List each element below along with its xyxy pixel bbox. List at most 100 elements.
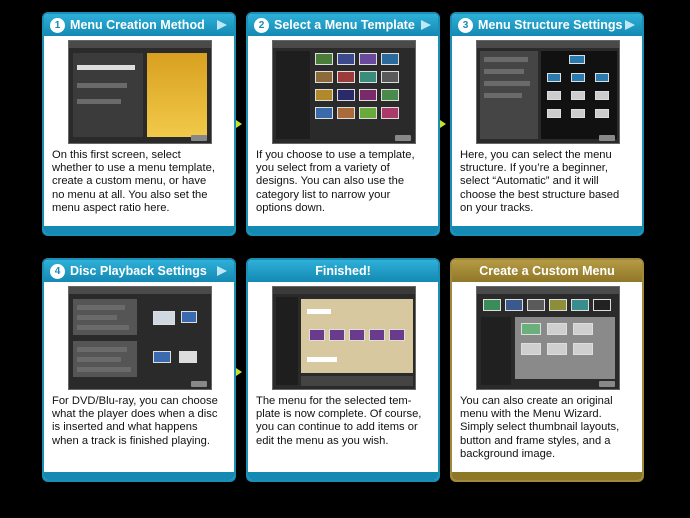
option-none bbox=[77, 99, 121, 104]
card-header: Finished! bbox=[248, 260, 438, 282]
card-description: On this first screen, select whether to … bbox=[52, 149, 215, 214]
track-node bbox=[547, 91, 561, 100]
template-thumbnail bbox=[381, 53, 399, 65]
next-button-thumbnail bbox=[191, 381, 207, 387]
option-row bbox=[484, 81, 530, 86]
option-row bbox=[77, 357, 121, 362]
preview-button bbox=[573, 343, 593, 355]
card-footer bbox=[248, 472, 438, 480]
card-header: 1 Menu Creation Method bbox=[44, 14, 234, 36]
next-button-thumbnail bbox=[395, 135, 411, 141]
menu-button-thumbnail bbox=[369, 329, 385, 341]
step-card-disc-playback-settings: 4 Disc Playback Settings For DVD/Blu-ray… bbox=[42, 258, 236, 482]
card-footer bbox=[452, 226, 642, 234]
template-thumbnail bbox=[337, 71, 355, 83]
track-illustration bbox=[153, 351, 171, 363]
step-card-menu-structure-settings: 3 Menu Structure Settings Here, you can … bbox=[450, 12, 644, 236]
preview-button bbox=[547, 323, 567, 335]
play-triangle-icon bbox=[217, 266, 227, 276]
next-step-arrow-icon bbox=[440, 120, 446, 128]
menu-button-thumbnail bbox=[329, 329, 345, 341]
card-title: Finished! bbox=[315, 264, 371, 278]
preview-button bbox=[521, 323, 541, 335]
card-title: Menu Structure Settings bbox=[478, 18, 623, 32]
preview-pane bbox=[147, 53, 207, 137]
next-step-arrow-icon bbox=[236, 120, 242, 128]
toolbox-panel bbox=[276, 297, 298, 385]
next-button-thumbnail bbox=[599, 135, 615, 141]
window-titlebar bbox=[273, 287, 415, 294]
option-custom bbox=[77, 83, 127, 88]
template-thumbnail bbox=[315, 53, 333, 65]
option-row bbox=[77, 367, 131, 372]
template-thumbnail bbox=[337, 89, 355, 101]
window-titlebar bbox=[69, 41, 211, 48]
layout-thumbnail bbox=[527, 299, 545, 311]
canvas-label bbox=[307, 357, 337, 362]
template-thumbnail bbox=[381, 71, 399, 83]
window-titlebar bbox=[477, 287, 619, 294]
root-menu-node bbox=[569, 55, 585, 64]
next-button-thumbnail bbox=[191, 135, 207, 141]
submenu-node bbox=[547, 73, 561, 82]
category-list bbox=[276, 51, 310, 139]
track-node bbox=[595, 91, 609, 100]
step-number-badge: 4 bbox=[50, 263, 65, 279]
screenshot-finished-menu bbox=[272, 286, 416, 390]
card-description: The menu for the selected tem- plate is … bbox=[256, 395, 422, 447]
template-thumbnail bbox=[315, 71, 333, 83]
layout-thumbnail bbox=[483, 299, 501, 311]
template-thumbnail bbox=[359, 107, 377, 119]
menu-button-thumbnail bbox=[349, 329, 365, 341]
layout-thumbnail bbox=[571, 299, 589, 311]
step-card-menu-creation-method: 1 Menu Creation Method On this first scr… bbox=[42, 12, 236, 236]
card-title: Disc Playback Settings bbox=[70, 264, 207, 278]
window-titlebar bbox=[69, 287, 211, 294]
option-template bbox=[77, 65, 135, 70]
template-thumbnail bbox=[337, 107, 355, 119]
screenshot-menu-wizard bbox=[476, 286, 620, 390]
track-node bbox=[571, 109, 585, 118]
layout-thumbnail bbox=[549, 299, 567, 311]
card-title: Menu Creation Method bbox=[70, 18, 205, 32]
template-thumbnail bbox=[315, 89, 333, 101]
card-header: 3 Menu Structure Settings bbox=[452, 14, 642, 36]
play-triangle-icon bbox=[625, 20, 635, 30]
step-card-finished: Finished! The menu for the selected tem-… bbox=[246, 258, 440, 482]
window-titlebar bbox=[273, 41, 415, 48]
template-thumbnail bbox=[359, 53, 377, 65]
play-triangle-icon bbox=[217, 20, 227, 30]
finish-button-thumbnail bbox=[599, 381, 615, 387]
card-footer bbox=[248, 226, 438, 234]
screenshot-menu-structure bbox=[476, 40, 620, 144]
preview-button bbox=[573, 323, 593, 335]
step-number-badge: 2 bbox=[254, 17, 269, 33]
card-description: If you choose to use a template, you sel… bbox=[256, 149, 415, 214]
canvas-label bbox=[307, 309, 331, 314]
track-node bbox=[571, 91, 585, 100]
template-thumbnail bbox=[359, 71, 377, 83]
option-row bbox=[77, 347, 127, 352]
track-list bbox=[481, 317, 511, 385]
option-row bbox=[484, 69, 524, 74]
card-create-custom-menu: Create a Custom Menu You can also create… bbox=[450, 258, 644, 482]
preview-button bbox=[547, 343, 567, 355]
template-thumbnail bbox=[315, 107, 333, 119]
timeline-strip bbox=[301, 376, 413, 386]
step-card-select-menu-template: 2 Select a Menu Template If you choose t… bbox=[246, 12, 440, 236]
template-thumbnail bbox=[381, 107, 399, 119]
card-header: 2 Select a Menu Template bbox=[248, 14, 438, 36]
preview-button bbox=[521, 343, 541, 355]
option-row bbox=[484, 57, 528, 62]
template-thumbnail bbox=[359, 89, 377, 101]
next-step-arrow-icon bbox=[236, 368, 242, 376]
menu-illustration bbox=[179, 351, 197, 363]
card-header: 4 Disc Playback Settings bbox=[44, 260, 234, 282]
card-description: You can also create an original menu wit… bbox=[460, 395, 620, 460]
option-row bbox=[77, 305, 125, 310]
track-node bbox=[547, 109, 561, 118]
menu-illustration bbox=[181, 311, 197, 323]
card-header: Create a Custom Menu bbox=[452, 260, 642, 282]
template-thumbnail bbox=[381, 89, 399, 101]
menu-button-thumbnail bbox=[389, 329, 405, 341]
